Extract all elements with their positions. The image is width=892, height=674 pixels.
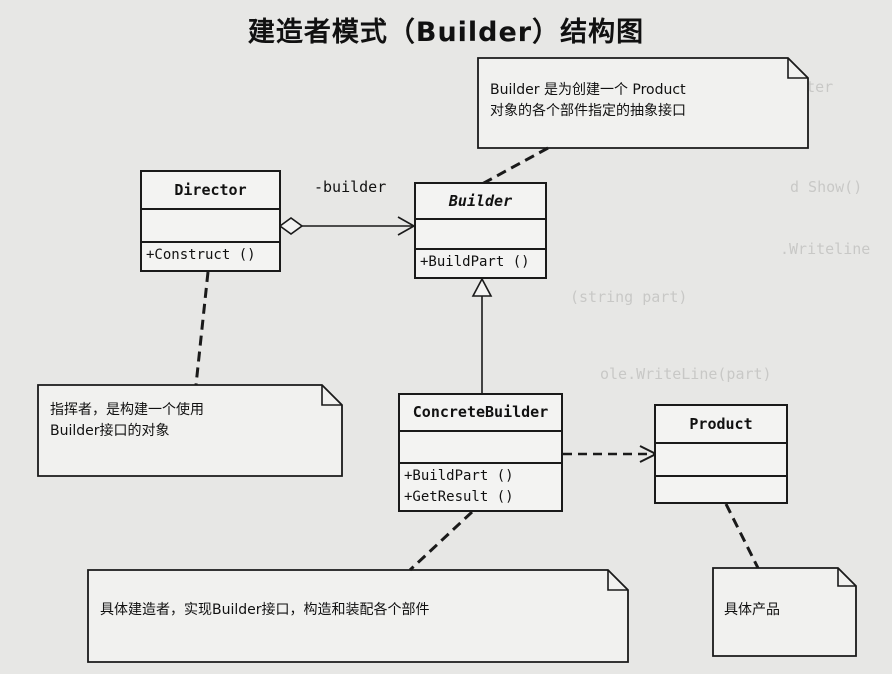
product-note-anchor (724, 503, 760, 569)
concrete-builder-note-text: 具体建造者，实现Builder接口，构造和装配各个部件 (100, 600, 430, 621)
builder-note-fold (787, 58, 808, 79)
builder-note-shape (477, 57, 809, 149)
inheritance-triangle (471, 277, 493, 297)
director-note-line-1: 指挥者，是构建一个使用 (50, 402, 204, 418)
concrete-builder-op-getresult: +GetResult () (404, 489, 514, 505)
builder-class: Builder +BuildPart () (414, 182, 547, 279)
director-op-construct: +Construct () (146, 247, 256, 263)
director-note-line-2: Builder接口的对象 (50, 423, 170, 439)
director-note-text: 指挥者，是构建一个使用 Builder接口的对象 (50, 400, 204, 442)
concrete-builder-note-fold (607, 570, 628, 591)
product-note-shape (712, 567, 857, 657)
association-label: -builder (314, 178, 387, 196)
builder-note-line-1: Builder 是为创建一个 Product (490, 82, 686, 98)
concrete-builder-class-name: ConcreteBuilder (400, 395, 561, 432)
concrete-builder-operations: +BuildPart () +GetResult () (400, 464, 561, 510)
product-note-line-1: 具体产品 (724, 602, 780, 618)
product-attributes (656, 444, 786, 477)
director-note-anchor (194, 271, 210, 386)
builder-operations: +BuildPart () (416, 250, 545, 274)
product-operations (656, 477, 786, 481)
product-class: Product (654, 404, 788, 504)
builder-class-name: Builder (416, 184, 545, 220)
product-note-text: 具体产品 (724, 600, 780, 621)
diagram-title: 建造者模式（Builder）结构图 (247, 17, 645, 48)
director-note-fold (321, 385, 342, 406)
director-class-name: Director (142, 172, 279, 210)
concrete-builder-op-buildpart: +BuildPart () (404, 468, 514, 484)
director-class: Director +Construct () (140, 170, 281, 272)
builder-op-buildpart: +BuildPart () (420, 254, 530, 270)
concrete-builder-attributes (400, 432, 561, 464)
director-operations: +Construct () (142, 243, 279, 267)
builder-note-anchor (481, 146, 549, 186)
builder-note-text: Builder 是为创建一个 Product 对象的各个部件指定的抽象接口 (490, 80, 686, 122)
builder-note-line-2: 对象的各个部件指定的抽象接口 (490, 103, 686, 119)
aggregation-diamond (278, 217, 304, 235)
director-note-shape (37, 384, 343, 477)
product-note-fold (837, 568, 856, 587)
director-attributes (142, 210, 279, 243)
concrete-builder-note-line-1: 具体建造者，实现Builder接口，构造和装配各个部件 (100, 602, 430, 618)
concrete-builder-note-shape (87, 569, 629, 663)
concrete-builder-note-anchor (408, 510, 474, 572)
product-class-name: Product (656, 406, 786, 444)
concrete-builder-class: ConcreteBuilder +BuildPart () +GetResult… (398, 393, 563, 512)
builder-attributes (416, 220, 545, 250)
